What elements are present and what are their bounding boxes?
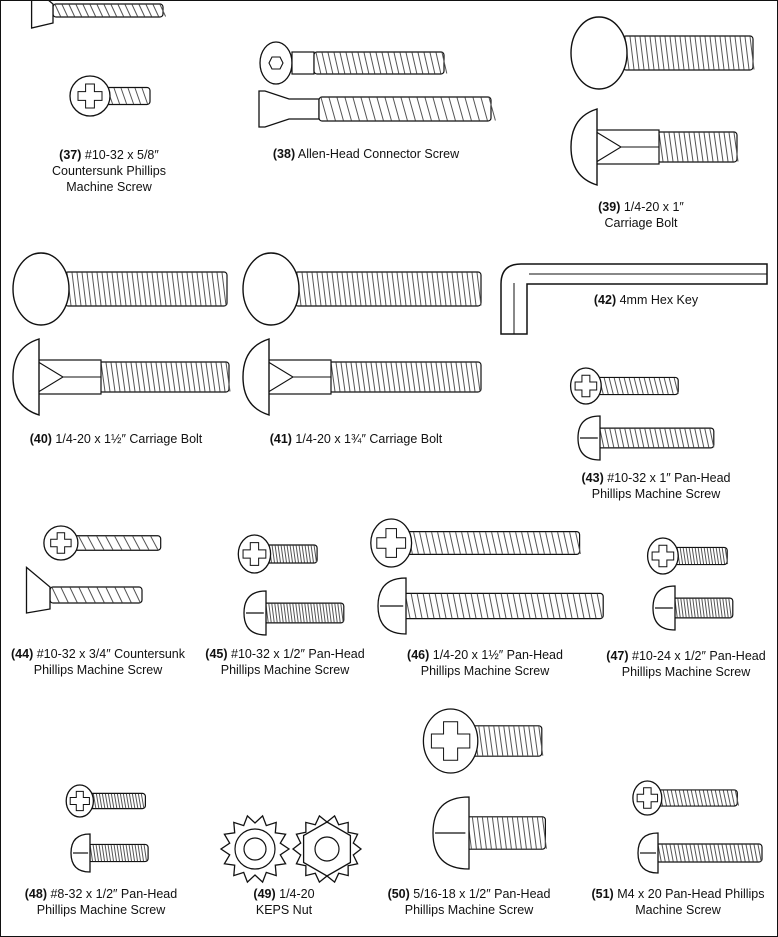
part-38-caption: (38) Allen-Head Connector Screw [272,147,460,161]
part-48-caption: (48) #8-32 x 1/2″ Pan-Head Phillips Mach… [24,887,178,917]
part-49-caption: (49) 1/4-20 KEPS Nut [253,887,315,917]
part-37-caption: (37) #10-32 x 5/8″ Countersunk Phillips … [52,148,166,194]
part-39-caption: (39) 1/4-20 x 1″ Carriage Bolt [598,200,684,230]
part-40-caption: (40) 1/4-20 x 1½″ Carriage Bolt [29,432,203,446]
part-50-caption: (50) 5/16-18 x 1/2″ Pan-Head Phillips Ma… [387,887,551,917]
part-51-caption: (51) M4 x 20 Pan-Head Phillips Machine S… [591,887,765,917]
part-47-caption: (47) #10-24 x 1/2″ Pan-Head Phillips Mac… [606,649,766,679]
part-42-caption: (42) 4mm Hex Key [593,293,699,307]
part-43-caption: (43) #10-32 x 1″ Pan-Head Phillips Machi… [581,471,731,501]
part-44-caption: (44) #10-32 x 3/4″ Countersunk Phillips … [11,647,185,677]
part-41-caption: (41) 1/4-20 x 1¾″ Carriage Bolt [269,432,443,446]
part-46-caption: (46) 1/4-20 x 1½″ Pan-Head Phillips Mach… [407,648,563,678]
part-45-caption: (45) #10-32 x 1/2″ Pan-Head Phillips Mac… [205,647,365,677]
